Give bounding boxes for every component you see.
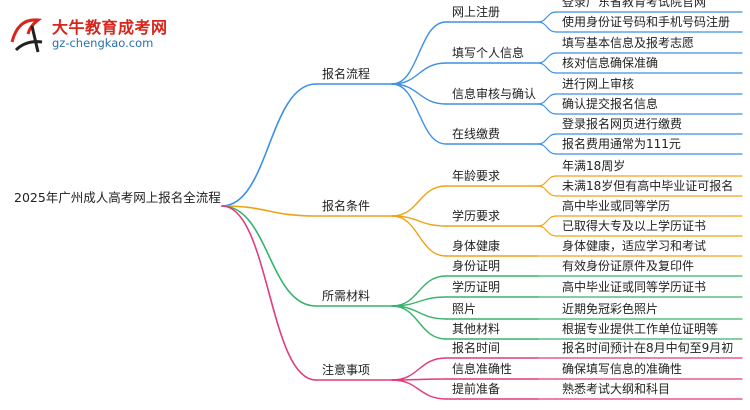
leaf-topic: 熟悉考试大纲和科目: [562, 382, 671, 396]
branch-to-subtopic-connector: [391, 357, 447, 381]
leaf-topic: 年满18周岁: [562, 159, 626, 173]
branch-topic: 注意事项: [322, 363, 371, 377]
leaf-topic: 使用身份证号码和手机号码注册: [562, 15, 731, 29]
branch-to-subtopic-connector: [391, 83, 447, 145]
leaf-topic: 核对信息确保准确: [562, 56, 659, 70]
subtopic-to-leaf-connector: [537, 103, 557, 115]
subtopic: 照片: [452, 302, 477, 316]
subtopic-to-leaf-connector: [537, 11, 557, 23]
leaf-topic: 高中毕业证或同等学历证书: [562, 280, 707, 294]
branch-to-subtopic-connector: [391, 379, 447, 400]
subtopic-to-leaf-connector: [537, 143, 557, 155]
leaf-topic: 近期免冠彩色照片: [562, 302, 659, 316]
brand-name: 大牛教育成考网: [52, 18, 168, 37]
root-to-branch-connector: [221, 205, 317, 381]
leaf-topic: 根据专业提供工作单位证明等: [562, 322, 719, 336]
subtopic-to-leaf-connector: [537, 215, 557, 227]
leaf-topic: 报名费用通常为111元: [562, 137, 681, 151]
subtopic: 填写个人信息: [452, 46, 525, 60]
subtopic-to-leaf-connector: [537, 185, 557, 197]
branch-to-subtopic-connector: [391, 62, 447, 85]
brand-url: gz-chengkao.com: [52, 36, 154, 50]
branch-to-subtopic-connector: [391, 305, 447, 320]
leaf-topic: 已取得大专及以上学历证书: [562, 219, 707, 233]
leaf-topic: 有效身份证原件及复印件: [562, 259, 695, 273]
branch-to-subtopic-connector: [391, 185, 447, 217]
leaf-topic: 进行网上审核: [562, 77, 635, 91]
branch-topic: 报名条件: [322, 199, 371, 213]
subtopic: 身份证明: [452, 259, 501, 273]
subtopic-to-leaf-connector: [537, 133, 557, 145]
subtopic: 学历要求: [452, 209, 501, 223]
root-to-branch-connector: [221, 205, 317, 217]
leaf-topic: 高中毕业或同等学历: [562, 199, 671, 213]
branch-topic: 报名流程: [322, 67, 371, 81]
subtopic-to-leaf-connector: [537, 225, 557, 237]
leaf-topic: 填写基本信息及报考志愿: [562, 36, 695, 50]
subtopic-to-leaf-connector: [537, 52, 557, 64]
leaf-topic: 报名时间预计在8月中旬至9月初: [562, 341, 734, 355]
root-topic: 2025年广州成人高考网上报名全流程: [14, 190, 221, 205]
leaf-topic: 未满18岁但有高中毕业证可报名: [562, 179, 734, 193]
subtopic: 身体健康: [452, 239, 501, 253]
brand-logo: 大牛教育成考网 gz-chengkao.com: [8, 12, 188, 58]
subtopic: 网上注册: [452, 5, 501, 19]
subtopic: 其他材料: [452, 322, 501, 336]
leaf-topic: 确保填写信息的准确性: [562, 362, 683, 376]
brand-mark-icon: [10, 18, 43, 53]
leaf-topic: 登录广东省教育考试院官网: [562, 0, 707, 9]
subtopic-to-leaf-connector: [537, 21, 557, 33]
subtopic: 年龄要求: [452, 169, 501, 183]
subtopic-to-leaf-connector: [537, 62, 557, 74]
subtopic: 报名时间: [452, 341, 501, 355]
root-to-branch-connector: [221, 83, 317, 207]
subtopic: 信息审核与确认: [452, 87, 537, 101]
branch-topic: 所需材料: [322, 289, 371, 303]
branch-to-subtopic-connector: [391, 21, 447, 85]
root-to-branch-connector: [221, 205, 317, 307]
subtopic: 提前准备: [452, 382, 501, 396]
leaf-topic: 登录报名网页进行缴费: [562, 117, 683, 131]
leaf-topic: 确认提交报名信息: [562, 97, 659, 111]
subtopic: 在线缴费: [452, 127, 501, 141]
subtopic-to-leaf-connector: [537, 175, 557, 187]
subtopic-to-leaf-connector: [537, 93, 557, 105]
leaf-topic: 身体健康，适应学习和考试: [562, 239, 707, 253]
branch-to-subtopic-connector: [391, 305, 447, 340]
branch-to-subtopic-connector: [391, 83, 447, 105]
branch-to-subtopic-connector: [391, 215, 447, 257]
subtopic: 信息准确性: [452, 362, 513, 376]
subtopic: 学历证明: [452, 280, 501, 294]
